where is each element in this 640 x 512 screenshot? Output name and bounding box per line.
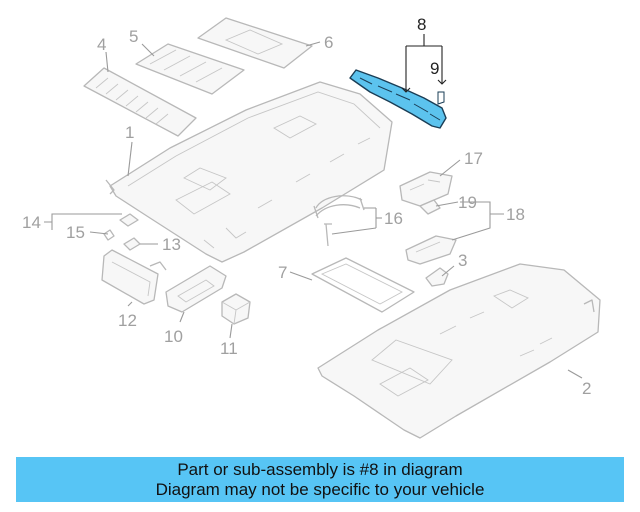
banner-line-disclaimer: Diagram may not be specific to your vehi… — [155, 479, 485, 499]
part-13-clip — [123, 237, 141, 251]
part-17-bracket — [399, 171, 453, 207]
callout-labels: 1 2 3 4 5 6 7 8 9 10 11 12 13 14 15 16 1… — [22, 15, 591, 398]
part-18-bracket — [405, 235, 457, 265]
banner-line-part-number: Part or sub-assembly is #8 in diagram — [177, 459, 463, 479]
callout-17: 17 — [464, 149, 483, 168]
part-4-pad — [83, 67, 197, 137]
exploded-parts-diagram: 1 2 3 4 5 6 7 8 9 10 11 12 13 14 15 16 1… — [22, 15, 601, 439]
callout-14: 14 — [22, 213, 41, 232]
part-3-bracket — [425, 267, 449, 287]
leader-lines — [44, 34, 583, 379]
callout-15: 15 — [66, 223, 85, 242]
part-19-clip — [419, 199, 441, 215]
part-15-clip — [103, 229, 115, 241]
callout-18: 18 — [506, 205, 525, 224]
part-9-clip — [437, 91, 445, 105]
callout-2: 2 — [582, 379, 591, 398]
part-8-trim-strip — [349, 69, 447, 129]
part-16-grab-handle — [313, 195, 365, 247]
callout-11: 11 — [220, 339, 238, 358]
part-12-sun-visor — [101, 249, 167, 305]
part-2-headliner — [317, 263, 601, 439]
info-banner: Part or sub-assembly is #8 in diagram Di… — [16, 457, 624, 502]
part-1-headliner — [105, 81, 393, 263]
callout-16: 16 — [384, 209, 403, 228]
part-5-pad — [135, 43, 245, 95]
callout-9: 9 — [430, 59, 439, 78]
part-7-frame — [311, 257, 415, 313]
callout-12: 12 — [118, 311, 137, 330]
callout-4: 4 — [97, 35, 106, 54]
part-11-lamp — [221, 293, 251, 325]
callout-13: 13 — [162, 235, 181, 254]
part-14-clip — [119, 213, 139, 227]
callout-8: 8 — [417, 15, 426, 34]
callout-7: 7 — [278, 263, 287, 282]
callout-5: 5 — [129, 27, 138, 46]
part-6-pad — [197, 17, 313, 69]
part-10-housing — [165, 265, 227, 313]
callout-19: 19 — [458, 193, 477, 212]
callout-3: 3 — [458, 251, 467, 270]
callout-1: 1 — [125, 123, 134, 142]
callout-10: 10 — [164, 327, 183, 346]
callout-6: 6 — [324, 33, 333, 52]
